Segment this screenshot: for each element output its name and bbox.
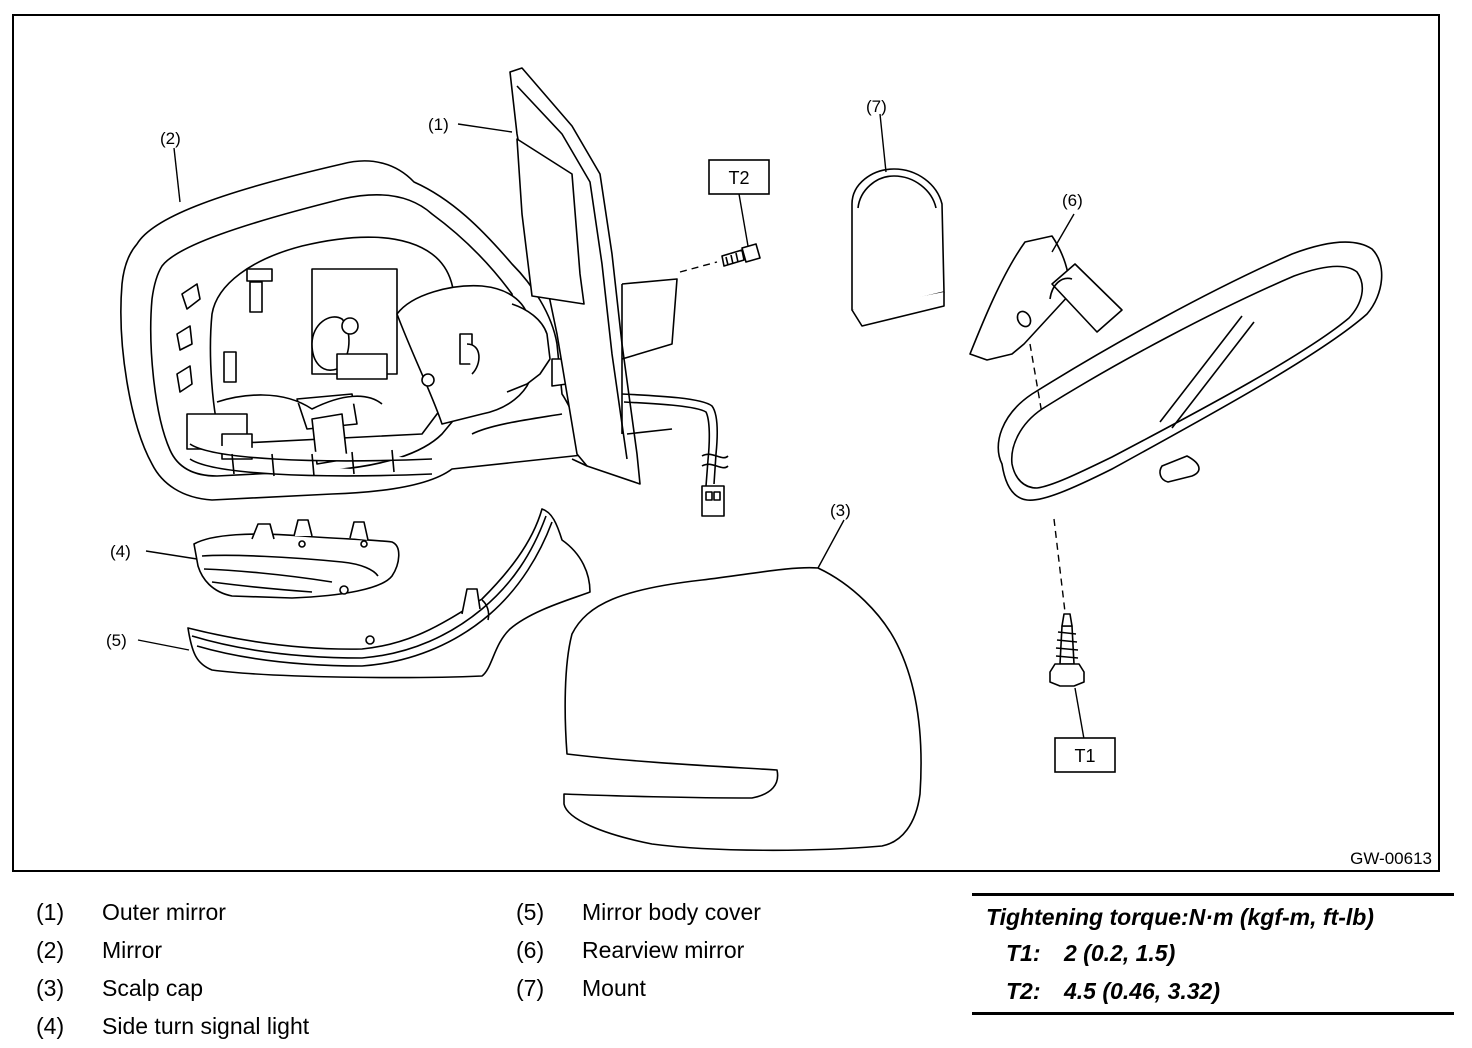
legend-number: (4)	[36, 1013, 65, 1039]
outer-mirror-part	[509, 67, 641, 485]
t2-axis-line	[679, 261, 718, 273]
leader-1	[457, 123, 513, 133]
mounting-plate-part	[621, 278, 678, 435]
callout-2: (2)	[160, 129, 181, 148]
parts-legend: (1) Outer mirror (2) Mirror (3) Scalp ca…	[36, 898, 956, 1048]
torque-value: 2 (0.2, 1.5)	[1064, 940, 1176, 966]
torque-label: T1:	[1006, 940, 1041, 966]
legend-number: (5)	[516, 899, 545, 925]
legend-text: Scalp cap	[102, 975, 204, 1001]
mirror-body-cover-part	[187, 508, 591, 679]
legend-number: (1)	[36, 899, 65, 925]
bolt-t2-part	[721, 243, 761, 267]
t2-tag-label: T2	[728, 168, 749, 188]
callout-3: (3)	[830, 501, 851, 520]
leader-t2	[738, 193, 749, 247]
callout-5: (5)	[106, 631, 127, 650]
leader-2	[173, 147, 181, 203]
torque-label: T2:	[1006, 978, 1041, 1004]
screw-t1-part	[1049, 613, 1085, 687]
turn-signal-light-part	[193, 519, 400, 599]
torque-value: 4.5 (0.46, 3.32)	[1064, 978, 1220, 1004]
callout-4: (4)	[110, 542, 131, 561]
leader-5	[137, 639, 190, 651]
mirror-housing-part	[120, 160, 593, 501]
legend-text: Outer mirror	[102, 899, 226, 925]
t1-tag-label: T1	[1074, 746, 1095, 766]
torque-row-t2: T2: 4.5 (0.46, 3.32)	[1006, 978, 1220, 1005]
exploded-diagram: (2) (1) (7) (6) (3) (4) (5) T2 T1 GW-006…	[12, 14, 1440, 872]
scalp-cap-part	[563, 566, 922, 852]
legend-number: (7)	[516, 975, 545, 1001]
legend-text: Mirror	[102, 937, 163, 963]
figure-id: GW-00613	[1350, 849, 1432, 868]
legend-number: (3)	[36, 975, 65, 1001]
t2-tag-box	[708, 159, 770, 195]
mount-part	[851, 168, 945, 327]
t1-axis-lower	[1053, 518, 1066, 613]
legend-text: Side turn signal light	[102, 1013, 310, 1039]
legend-number: (6)	[516, 937, 545, 963]
leader-4	[145, 550, 198, 560]
harness-connector-part	[621, 393, 729, 517]
torque-header: Tightening torque:N·m (kgf-m, ft-lb)	[986, 904, 1374, 930]
callout-7: (7)	[866, 97, 887, 116]
legend-number: (2)	[36, 937, 65, 963]
torque-row-t1: T1: 2 (0.2, 1.5)	[1006, 940, 1175, 967]
callout-6: (6)	[1062, 191, 1083, 210]
leader-3	[817, 519, 845, 569]
torque-table: Tightening torque:N·m (kgf-m, ft-lb) T1:…	[972, 893, 1454, 1015]
legend-text: Mount	[582, 975, 646, 1001]
leader-7	[879, 113, 887, 173]
leader-6	[1051, 213, 1075, 253]
leader-t1	[1074, 687, 1085, 740]
t1-tag-box	[1054, 737, 1116, 773]
rearview-mirror-part	[969, 235, 1383, 501]
callout-1: (1)	[428, 115, 449, 134]
legend-text: Mirror body cover	[582, 899, 761, 925]
legend-text: Rearview mirror	[582, 937, 745, 963]
